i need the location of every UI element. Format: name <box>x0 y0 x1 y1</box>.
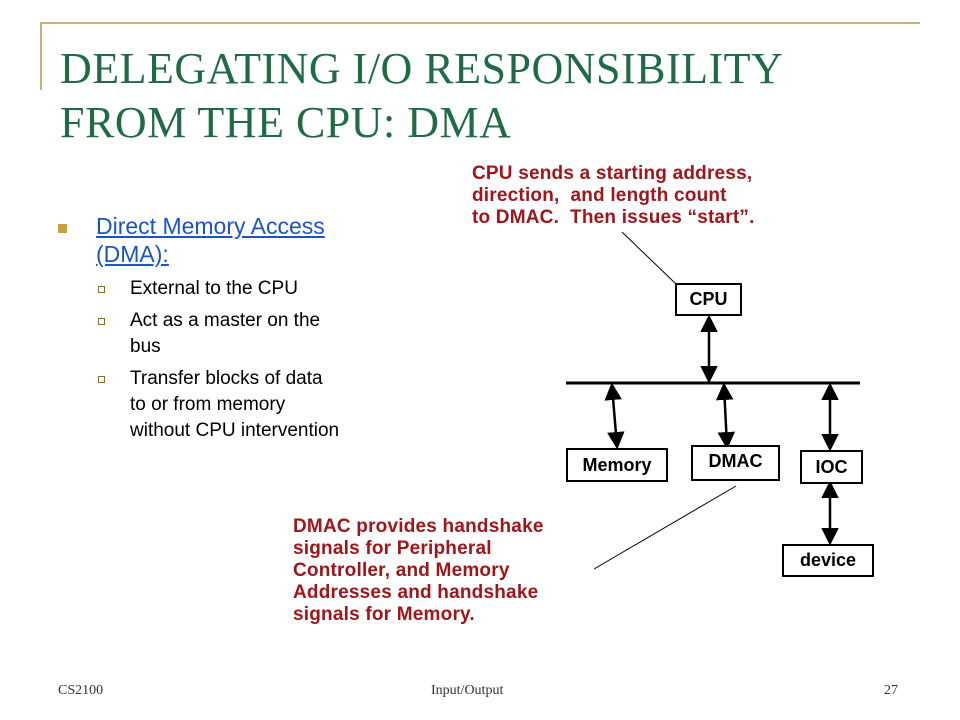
sub-bullet-text: bus <box>130 336 161 357</box>
device-box: device <box>782 544 874 577</box>
decorative-left-rule <box>40 22 42 90</box>
memory-box: Memory <box>566 448 668 482</box>
hollow-square-icon <box>98 286 105 293</box>
title-line-2: FROM THE CPU: DMA <box>60 98 512 147</box>
bullet-square-icon <box>58 224 67 233</box>
title-line-1: DELEGATING I/O RESPONSIBILITY <box>60 44 784 93</box>
hollow-square-icon <box>98 376 105 383</box>
cpu-callout-line <box>621 231 677 285</box>
sub-bullet-transfer: Transfer blocks of data to or from memor… <box>96 366 398 444</box>
sub-bullet-text: Transfer blocks of data <box>130 368 323 389</box>
footer-page-number: 27 <box>884 683 898 698</box>
cpu-box: CPU <box>675 283 742 316</box>
bullet-dma: Direct Memory Access (DMA): <box>58 212 398 268</box>
hollow-square-icon <box>98 318 105 325</box>
sub-bullet-text: Act as a master on the <box>130 310 321 331</box>
sub-bullet-list: External to the CPU Act as a master on t… <box>58 276 398 444</box>
memory-bus-arrow <box>604 382 625 450</box>
ioc-box: IOC <box>800 450 863 484</box>
footer-course: CS2100 <box>58 683 104 698</box>
dmac-box: DMAC <box>691 445 780 481</box>
dmac-callout-line <box>593 485 737 570</box>
sub-bullet-external: External to the CPU <box>96 276 398 302</box>
decorative-top-rule <box>40 22 920 24</box>
cpu-annotation: CPU sends a starting address, direction,… <box>472 163 755 228</box>
sub-bullet-text: without CPU intervention <box>130 420 340 441</box>
dma-link-line-1: Direct Memory Access <box>96 213 325 239</box>
slide-title: DELEGATING I/O RESPONSIBILITY FROM THE C… <box>60 42 940 150</box>
dma-link-line-2: (DMA): <box>96 241 169 267</box>
footer-topic: Input/Output <box>431 683 504 698</box>
sub-bullet-master: Act as a master on the bus <box>96 308 398 360</box>
dma-link[interactable]: Direct Memory Access (DMA): <box>96 213 325 267</box>
sub-bullet-text: External to the CPU <box>130 278 298 299</box>
bullet-list: Direct Memory Access (DMA): External to … <box>58 212 398 450</box>
dmac-bus-arrow <box>715 382 736 450</box>
sub-bullet-text: to or from memory <box>130 394 286 415</box>
dmac-annotation: DMAC provides handshake signals for Peri… <box>293 516 544 625</box>
